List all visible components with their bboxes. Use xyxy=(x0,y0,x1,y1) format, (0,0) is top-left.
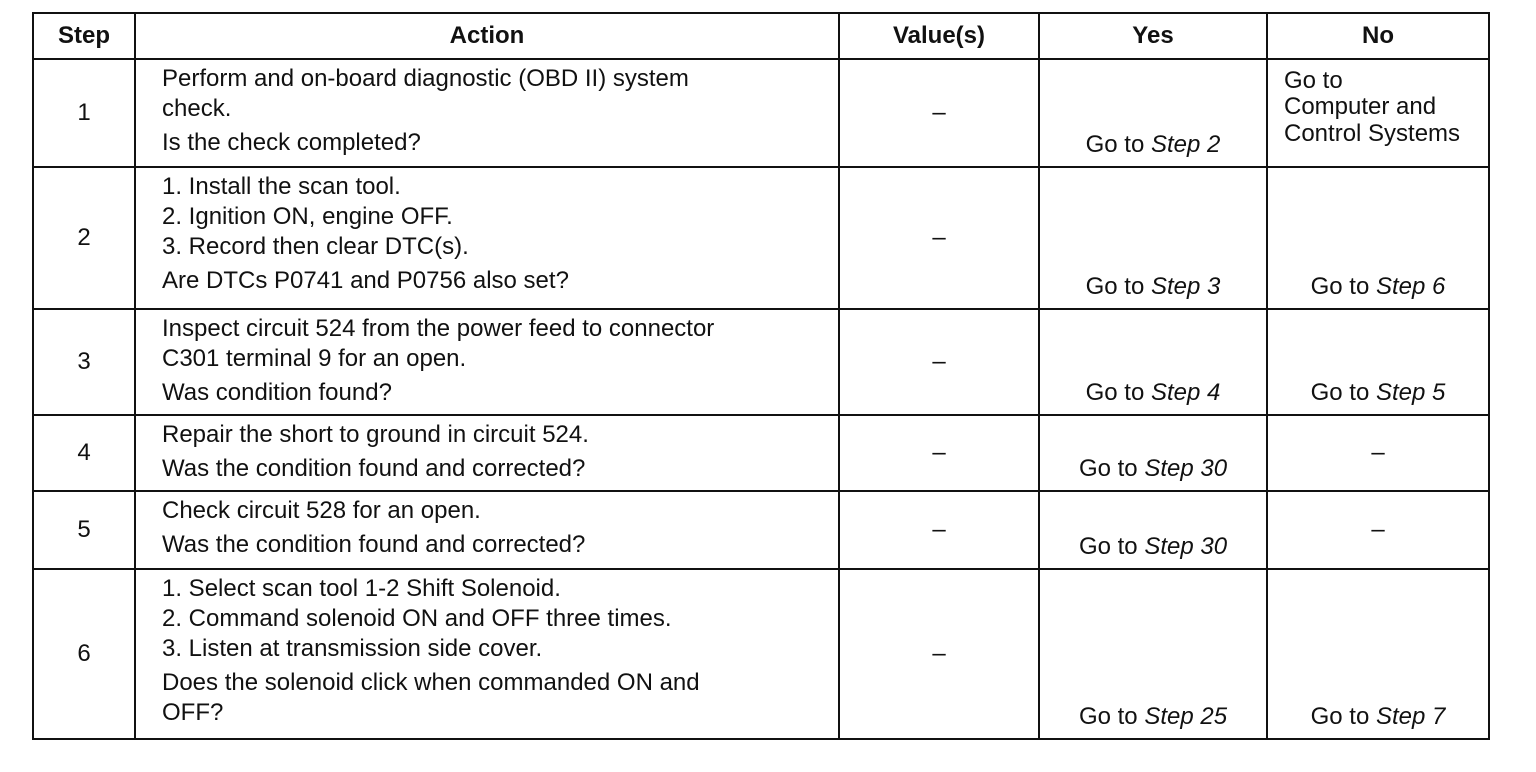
no-cell: Go to Step 6 xyxy=(1266,166,1490,310)
goto-prefix: Go to xyxy=(1085,273,1151,300)
header-step: Step xyxy=(32,12,136,60)
value-cell: – xyxy=(838,166,1040,310)
header-row: Step Action Value(s) Yes No xyxy=(32,12,1490,60)
goto-target: Step 6 xyxy=(1375,273,1446,300)
yes-cell: Go to Step 4 xyxy=(1038,308,1268,416)
goto-target: Step 30 xyxy=(1144,533,1228,560)
action-cell: Repair the short to ground in circuit 52… xyxy=(134,414,840,492)
action-line: Check circuit 528 for an open. xyxy=(162,497,481,524)
table-row: 6 1. Select scan tool 1-2 Shift Solenoid… xyxy=(32,568,1490,740)
yes-goto: Go to Step 4 xyxy=(1040,378,1266,408)
goto-target: Step 2 xyxy=(1150,131,1221,158)
action-question: Are DTCs P0741 and P0756 also set? xyxy=(162,267,569,294)
action-line: check. xyxy=(162,95,232,122)
table-row: 1 Perform and on-board diagnostic (OBD I… xyxy=(32,58,1490,168)
step-number: 2 xyxy=(32,166,136,310)
header-action: Action xyxy=(134,12,840,60)
no-line: Computer and xyxy=(1284,93,1437,121)
goto-target: Step 25 xyxy=(1144,703,1228,730)
value-cell: – xyxy=(838,58,1040,168)
action-cell: Perform and on-board diagnostic (OBD II)… xyxy=(134,58,840,168)
no-cell: – xyxy=(1266,490,1490,570)
no-reference: Go to Computer and Control Systems xyxy=(1268,60,1488,147)
action-line: 2. Ignition ON, engine OFF. xyxy=(162,203,453,230)
goto-prefix: Go to xyxy=(1078,533,1145,560)
action-cell: 1. Select scan tool 1-2 Shift Solenoid. … xyxy=(134,568,840,740)
goto-prefix: Go to xyxy=(1085,131,1151,158)
value-cell: – xyxy=(838,414,1040,492)
goto-target: Step 30 xyxy=(1144,455,1228,482)
goto-prefix: Go to xyxy=(1078,703,1145,730)
goto-target: Step 3 xyxy=(1150,273,1221,300)
step-number: 6 xyxy=(32,568,136,740)
diagnostic-table: Step Action Value(s) Yes No 1 Perform an… xyxy=(32,12,1490,740)
yes-goto: Go to Step 30 xyxy=(1040,454,1266,484)
yes-cell: Go to Step 30 xyxy=(1038,490,1268,570)
action-line: 1. Select scan tool 1-2 Shift Solenoid. xyxy=(162,575,561,602)
action-question: Does the solenoid click when commanded O… xyxy=(162,669,700,726)
action-cell: 1. Install the scan tool. 2. Ignition ON… xyxy=(134,166,840,310)
action-line: 1. Install the scan tool. xyxy=(162,173,401,200)
no-cell: Go to Computer and Control Systems xyxy=(1266,58,1490,168)
action-line: 3. Listen at transmission side cover. xyxy=(162,635,543,662)
goto-target: Step 5 xyxy=(1375,379,1446,406)
action-question: Was the condition found and corrected? xyxy=(162,531,586,558)
goto-target: Step 7 xyxy=(1375,703,1446,730)
yes-cell: Go to Step 3 xyxy=(1038,166,1268,310)
table-row: 3 Inspect circuit 524 from the power fee… xyxy=(32,308,1490,416)
yes-cell: Go to Step 25 xyxy=(1038,568,1268,740)
action-line: C301 terminal 9 for an open. xyxy=(162,345,467,372)
action-line: 2. Command solenoid ON and OFF three tim… xyxy=(162,605,672,632)
no-line: Go to xyxy=(1284,67,1343,94)
step-number: 4 xyxy=(32,414,136,492)
step-number: 3 xyxy=(32,308,136,416)
goto-prefix: Go to xyxy=(1310,703,1376,730)
action-cell: Inspect circuit 524 from the power feed … xyxy=(134,308,840,416)
action-cell: Check circuit 528 for an open. Was the c… xyxy=(134,490,840,570)
action-question: Was condition found? xyxy=(162,379,392,406)
table-row: 5 Check circuit 528 for an open. Was the… xyxy=(32,490,1490,570)
yes-goto: Go to Step 3 xyxy=(1040,272,1266,302)
no-cell: Go to Step 7 xyxy=(1266,568,1490,740)
goto-prefix: Go to xyxy=(1310,379,1376,406)
yes-goto: Go to Step 30 xyxy=(1040,532,1266,562)
table-row: 4 Repair the short to ground in circuit … xyxy=(32,414,1490,492)
yes-cell: Go to Step 2 xyxy=(1038,58,1268,168)
action-line: 3. Record then clear DTC(s). xyxy=(162,233,469,260)
yes-goto: Go to Step 2 xyxy=(1040,130,1266,160)
action-line: Inspect circuit 524 from the power feed … xyxy=(162,315,715,342)
action-line: Perform and on-board diagnostic (OBD II)… xyxy=(162,65,689,92)
no-goto: Go to Step 7 xyxy=(1268,702,1488,732)
table-row: 2 1. Install the scan tool. 2. Ignition … xyxy=(32,166,1490,310)
step-number: 1 xyxy=(32,58,136,168)
yes-cell: Go to Step 30 xyxy=(1038,414,1268,492)
header-no: No xyxy=(1266,12,1490,60)
action-line: Repair the short to ground in circuit 52… xyxy=(162,421,589,448)
value-cell: – xyxy=(838,568,1040,740)
value-cell: – xyxy=(838,490,1040,570)
yes-goto: Go to Step 25 xyxy=(1040,702,1266,732)
step-number: 5 xyxy=(32,490,136,570)
no-goto: Go to Step 6 xyxy=(1268,272,1488,302)
no-cell: Go to Step 5 xyxy=(1266,308,1490,416)
header-values: Value(s) xyxy=(838,12,1040,60)
action-question: Is the check completed? xyxy=(162,129,421,156)
no-goto: Go to Step 5 xyxy=(1268,378,1488,408)
goto-prefix: Go to xyxy=(1078,455,1145,482)
header-yes: Yes xyxy=(1038,12,1268,60)
no-line: Control Systems xyxy=(1284,119,1461,147)
goto-prefix: Go to xyxy=(1310,273,1376,300)
action-question: Was the condition found and corrected? xyxy=(162,455,586,482)
no-cell: – xyxy=(1266,414,1490,492)
goto-target: Step 4 xyxy=(1150,379,1221,406)
value-cell: – xyxy=(838,308,1040,416)
goto-prefix: Go to xyxy=(1085,379,1151,406)
